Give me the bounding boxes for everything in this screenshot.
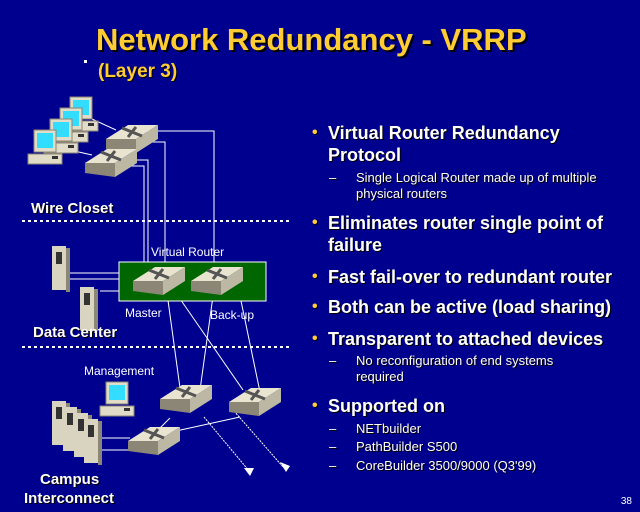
backup-label: Back-up <box>210 308 255 322</box>
bullet-item: • Fast fail-over to redundant router <box>312 266 613 288</box>
sub-bullet-text: physical routers <box>356 186 448 201</box>
dash-icon: – <box>329 170 337 185</box>
bullet-icon: • <box>312 397 318 414</box>
zone-label-interconnect: Interconnect <box>24 490 115 507</box>
management-label: Management <box>84 364 155 378</box>
bullet-item: • Virtual Router Redundancy Protocol <box>312 122 560 166</box>
zone-label-campus: Campus <box>40 471 100 488</box>
bullet-item: • Eliminates router single point of fail… <box>312 212 604 256</box>
dash-icon: – <box>329 421 337 436</box>
zone-label-data-center: Data Center <box>33 324 118 341</box>
arrow-icon <box>244 468 254 476</box>
sub-bullet-item: – Single Logical Router made up of multi… <box>329 170 597 202</box>
sub-bullet-item: – CoreBuilder 3500/9000 (Q3'99) <box>329 458 537 474</box>
dash-icon: – <box>329 458 337 473</box>
slide-title: Network Redundancy - VRRP <box>96 22 527 57</box>
bullet-text: Supported on <box>328 396 445 416</box>
virtual-router-label: Virtual Router <box>151 245 225 259</box>
sub-bullet-text: Single Logical Router made up of multipl… <box>356 170 597 185</box>
page-number: 38 <box>620 496 632 507</box>
router-switch-icon <box>227 386 283 418</box>
bullet-text: Both can be active (load sharing) <box>328 297 612 317</box>
dash-icon: – <box>329 439 337 454</box>
bullet-text: Eliminates router single point of <box>328 213 604 233</box>
bullet-icon: • <box>312 298 318 315</box>
master-label: Master <box>125 306 162 320</box>
router-switch-icon <box>158 383 214 415</box>
bullet-item: • Supported on <box>312 395 445 417</box>
sub-bullet-text: PathBuilder S500 <box>356 439 458 454</box>
bullet-item: • Both can be active (load sharing) <box>312 296 612 318</box>
slide-subtitle: (Layer 3) <box>98 61 178 82</box>
arrow-icon <box>280 462 290 472</box>
server-tower-icon <box>84 419 102 465</box>
bullet-icon: • <box>312 330 318 347</box>
router-switch-icon <box>83 147 139 179</box>
server-tower-icon <box>52 246 70 292</box>
bullet-text: Protocol <box>328 145 402 165</box>
bullet-text: Fast fail-over to redundant router <box>328 267 613 287</box>
bullet-text: Transparent to attached devices <box>328 329 604 349</box>
bullet-icon: • <box>312 124 318 141</box>
sub-bullet-item: – PathBuilder S500 <box>329 439 458 455</box>
management-pc-icon <box>99 381 135 417</box>
sub-bullet-text: No reconfiguration of end systems <box>356 353 554 368</box>
dash-icon: – <box>329 353 337 368</box>
bullet-icon: • <box>312 214 318 231</box>
sub-bullet-text: CoreBuilder 3500/9000 (Q3'99) <box>356 458 537 473</box>
sub-bullet-item: – NETbuilder <box>329 421 422 437</box>
sub-bullet-text: NETbuilder <box>356 421 422 436</box>
zone-label-wire-closet: Wire Closet <box>31 200 114 217</box>
title-marker <box>84 60 87 63</box>
bullet-text: Virtual Router Redundancy <box>328 123 560 143</box>
sub-bullet-text: required <box>356 369 404 384</box>
router-switch-icon <box>126 425 182 457</box>
bullet-item: • Transparent to attached devices <box>312 328 604 350</box>
bullet-text: failure <box>328 235 383 255</box>
bullet-icon: • <box>312 268 318 285</box>
sub-bullet-item: – No reconfiguration of end systems requ… <box>329 353 554 385</box>
